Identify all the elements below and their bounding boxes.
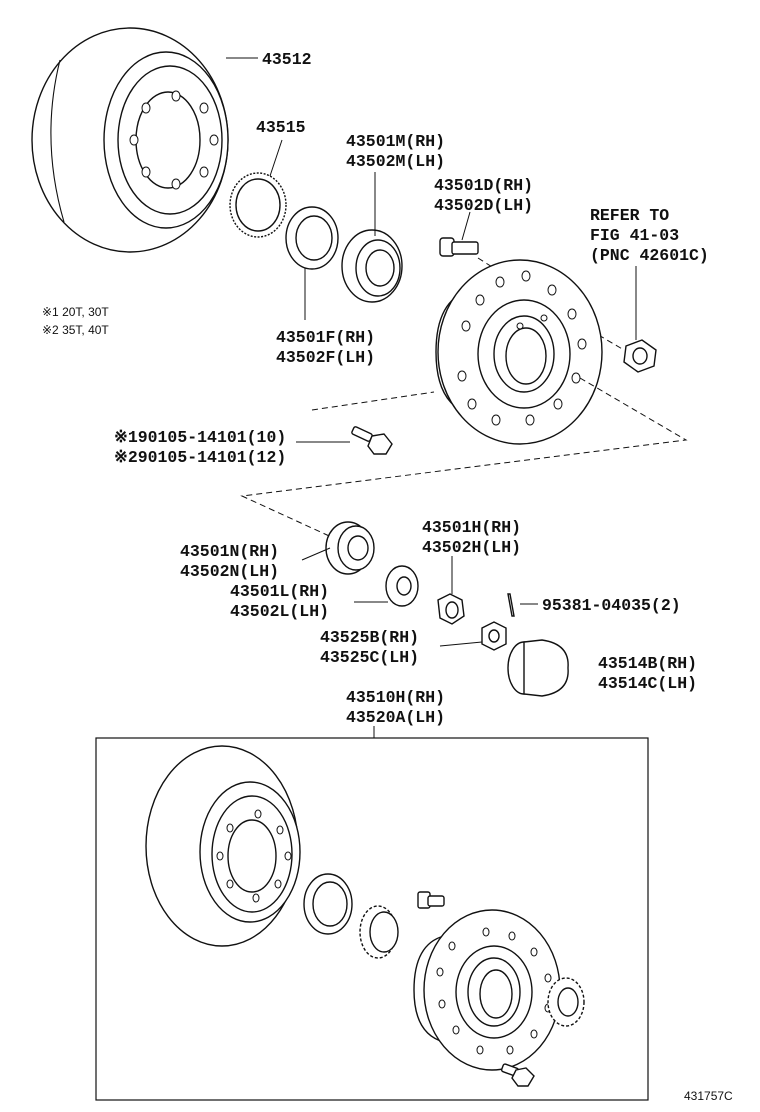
- note-20t-30t: ※1 20T, 30T: [42, 305, 109, 319]
- hub-nut-42601c[interactable]: [623, 339, 657, 373]
- assembly-oil-seal[interactable]: [303, 873, 353, 935]
- label-43502l: 43502L(LH): [230, 602, 329, 621]
- label-43525b: 43525B(RH): [320, 628, 419, 647]
- label-bolt-2: ※290105-14101(12): [114, 448, 286, 467]
- bearing-43501m[interactable]: [341, 229, 403, 303]
- note-35t-40t: ※2 35T, 40T: [42, 323, 109, 337]
- assembly-hub-bolt[interactable]: [417, 891, 445, 909]
- label-43514b: 43514B(RH): [598, 654, 697, 673]
- label-43502d: 43502D(LH): [434, 196, 533, 215]
- assembly-small-bolt[interactable]: [500, 1063, 535, 1087]
- label-43502h: 43502H(LH): [422, 538, 521, 557]
- label-43512: 43512: [262, 50, 312, 69]
- castle-nut-43525b[interactable]: [481, 621, 507, 651]
- assembly-axle-hub[interactable]: [413, 909, 561, 1071]
- label-43502n: 43502N(LH): [180, 562, 279, 581]
- cotter-pin-95381[interactable]: [507, 593, 515, 617]
- assembly-inner-bearing[interactable]: [359, 905, 399, 959]
- label-43502f: 43502F(LH): [276, 348, 375, 367]
- label-43501f: 43501F(RH): [276, 328, 375, 347]
- bearing-43501n[interactable]: [325, 521, 375, 575]
- assembly-box-43510h: [95, 737, 649, 1101]
- label-43502m: 43502M(LH): [346, 152, 445, 171]
- label-43501m: 43501M(RH): [346, 132, 445, 151]
- axle-hub-upper[interactable]: [435, 259, 603, 445]
- refer-line-1: REFER TO: [590, 206, 669, 225]
- refer-line-3: (PNC 42601C): [590, 246, 709, 265]
- label-43501l: 43501L(RH): [230, 582, 329, 601]
- label-43501d: 43501D(RH): [434, 176, 533, 195]
- figure-id: 431757C: [684, 1089, 733, 1103]
- label-43515: 43515: [256, 118, 306, 137]
- label-95381: 95381-04035(2): [542, 596, 681, 615]
- label-43501n: 43501N(RH): [180, 542, 279, 561]
- brake-disc-43512[interactable]: [31, 27, 229, 253]
- washer-43501l[interactable]: [385, 565, 419, 607]
- label-43501h: 43501H(RH): [422, 518, 521, 537]
- label-43525c: 43525C(LH): [320, 648, 419, 667]
- assembly-outer-bearing[interactable]: [547, 977, 585, 1027]
- label-43514c: 43514C(LH): [598, 674, 697, 693]
- label-43520a: 43520A(LH): [346, 708, 445, 727]
- hub-bolt-43501d[interactable]: [439, 237, 479, 257]
- label-43510h: 43510H(RH): [346, 688, 445, 707]
- refer-line-2: FIG 41-03: [590, 226, 679, 245]
- lock-nut-43501h[interactable]: [437, 593, 465, 625]
- hub-cap-43514b[interactable]: [507, 639, 569, 697]
- oil-seal-43501f[interactable]: [285, 206, 339, 270]
- bolt-90105-14101[interactable]: [351, 426, 393, 455]
- assembly-brake-disc[interactable]: [145, 745, 301, 947]
- label-bolt-1: ※190105-14101(10): [114, 428, 286, 447]
- sensor-ring-43515[interactable]: [229, 172, 287, 238]
